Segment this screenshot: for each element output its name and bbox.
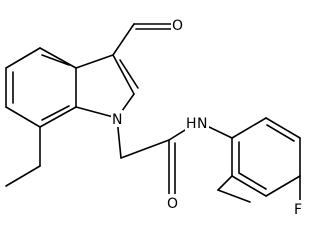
amide-hydrogen-label: H [186, 116, 197, 132]
atom-label-layer: O N H N O F [111, 16, 304, 218]
bond-c7-c7a-inner [41, 105, 70, 121]
bond-c4-c5 [5, 47, 41, 69]
indole-nitrogen-label: N [112, 112, 122, 128]
bond-ar-c1-c2 [231, 117, 267, 139]
bond-ar-c2-c3-inner [266, 124, 295, 142]
indole-nitrogen-bg [111, 110, 123, 127]
fluorine-label: F [294, 202, 302, 218]
bond-methyl-ch3 [217, 189, 251, 203]
amide-oxygen-label: O [167, 196, 178, 212]
fluorine-bg [293, 200, 304, 217]
bond-c3a-c4 [39, 47, 77, 69]
amide-oxygen-bg [166, 194, 178, 211]
bond-formyl-single [112, 23, 135, 56]
bond-c6-c7 [5, 106, 41, 128]
bond-ch2-carbonyl [120, 139, 170, 159]
bond-ar-c4-c5 [265, 175, 301, 197]
bond-ar-c2-c3 [265, 117, 301, 139]
bond-ar-c5-c6-inner [238, 172, 267, 190]
molecule-drawing: O N H N O F [5, 16, 304, 218]
bond-ar-c5-c6 [231, 175, 267, 197]
aldehyde-oxygen-bg [171, 16, 183, 33]
bond-n1-c7a [75, 106, 118, 119]
bond-c3-c2-double-a [112, 54, 135, 95]
bond-ethyl-ch3 [5, 165, 41, 187]
bond-layer [5, 23, 301, 203]
amide-nitrogen-label: N [197, 116, 207, 132]
bond-ar-methyl [217, 175, 233, 191]
chemical-structure-diagram: O N H N O F [5, 16, 304, 218]
aldehyde-oxygen-label: O [172, 18, 183, 34]
bond-c3a-c3 [75, 54, 114, 69]
bond-c3a-c4-inner [41, 54, 70, 66]
bond-c7-c7a [39, 106, 77, 128]
amide-nh-bg [185, 114, 209, 131]
bond-c3-c2-double-b [119, 59, 139, 89]
bond-nh-aryl [206, 125, 233, 139]
